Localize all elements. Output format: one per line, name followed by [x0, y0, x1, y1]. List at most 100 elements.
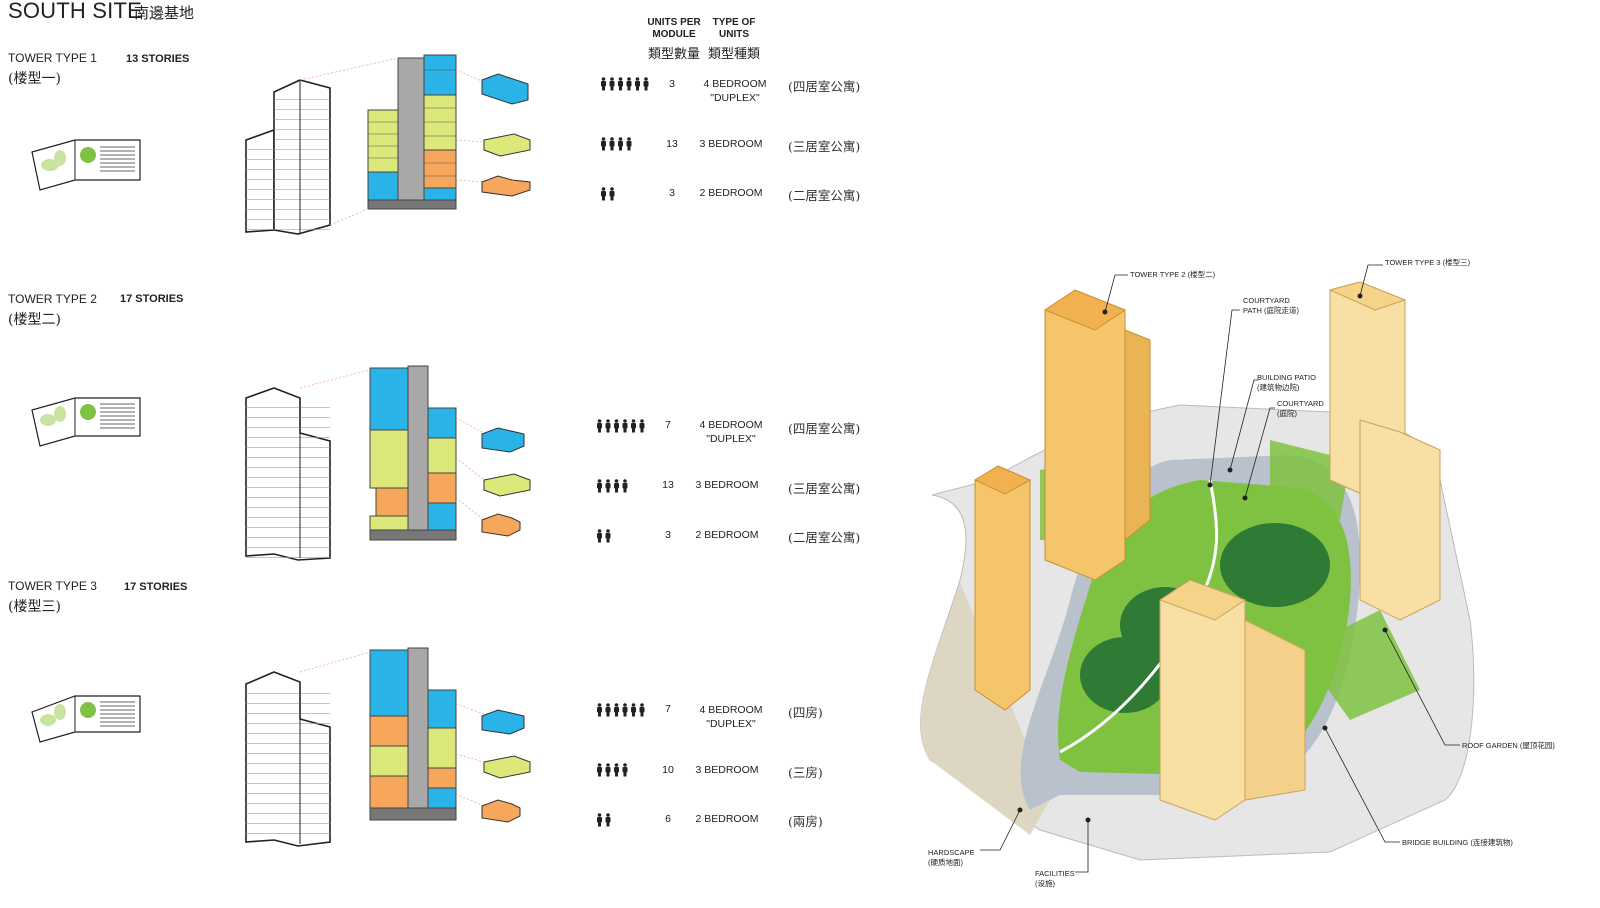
callout-bridge-building: BRIDGE BUILDING (连接建筑物): [1402, 838, 1513, 847]
tower-type-3-building: [1328, 281, 1441, 621]
tower-1-stories: 13 STORIES: [126, 53, 190, 65]
page-title-cn: 南邊基地: [134, 4, 195, 22]
person-icon: [626, 137, 632, 151]
t2-unit-count-3br: 13: [662, 479, 674, 491]
tower-2-name-cn: (楼型二): [8, 312, 61, 328]
tower-1-name-cn: (楼型一): [8, 71, 61, 87]
site-plan-icon: [31, 139, 141, 191]
person-icon: [605, 479, 611, 493]
person-icon: [643, 77, 649, 91]
people-icon-group: [597, 813, 611, 827]
person-icon: [622, 419, 628, 433]
t1-unit-type-3br: 3 BEDROOM: [699, 138, 763, 150]
tower-2-name: TOWER TYPE 2: [8, 292, 97, 306]
units-per-module-header-cn: 類型數量: [647, 47, 700, 62]
person-icon: [622, 763, 628, 777]
callout-hardscape: HARDSCAPE(硬质地面): [928, 848, 975, 867]
t2-unit-cn-4br: (四居室公寓): [788, 421, 861, 436]
t3-unit-cn-3br: (三房): [788, 765, 823, 780]
person-icon: [631, 419, 636, 433]
type-of-units-header: TYPE OF UNITS: [712, 17, 756, 40]
people-icon-group: [597, 479, 628, 493]
person-icon: [614, 703, 619, 717]
unit-modules: [481, 73, 531, 197]
t3-unit-cn-4br: (四房): [788, 705, 823, 720]
person-icon: [614, 419, 619, 433]
person-icon: [597, 763, 602, 777]
people-icon-group: [597, 763, 628, 777]
tower-3-name-cn: (楼型三): [8, 599, 61, 615]
person-icon: [618, 137, 623, 151]
t2-unit-count-4br: 7: [665, 419, 671, 431]
person-icon: [618, 77, 623, 91]
white-massing-model: [245, 387, 331, 561]
person-icon: [597, 479, 602, 493]
t1-unit-cn-3br: (三居室公寓): [788, 139, 861, 154]
tower-2-diagram: [31, 365, 531, 561]
callout-facilities: FACILITIES(设施): [1035, 869, 1075, 888]
white-massing-model: [245, 671, 331, 847]
person-icon: [597, 703, 602, 717]
type-of-units-header-cn: 類型種類: [707, 47, 760, 62]
t1-unit-type-2br: 2 BEDROOM: [699, 187, 763, 199]
t1-unit-count-4br: 3: [669, 78, 675, 90]
person-icon: [631, 703, 636, 717]
colored-unit-stack: [299, 54, 485, 226]
units-per-module-header: UNITS PER MODULE: [647, 17, 701, 40]
t3-unit-count-2br: 6: [665, 813, 671, 825]
t3-unit-type-4br: 4 BEDROOM"DUPLEX": [699, 704, 763, 730]
tower-3-stories: 17 STORIES: [124, 581, 188, 593]
person-icon: [639, 703, 645, 717]
bridge-building: [1158, 579, 1306, 821]
person-icon: [614, 479, 619, 493]
person-icon: [605, 813, 611, 827]
person-icon: [601, 187, 606, 201]
t3-unit-count-4br: 7: [665, 703, 671, 715]
people-icon-group: [597, 703, 645, 717]
person-icon: [609, 137, 615, 151]
t3-unit-type-2br: 2 BEDROOM: [695, 813, 759, 825]
person-icon: [635, 77, 640, 91]
people-icon-group: [597, 419, 645, 433]
tower-type-2-building: [1043, 289, 1151, 581]
t1-unit-type-4br: 4 BEDROOM"DUPLEX": [703, 78, 767, 104]
t1-unit-count-3br: 13: [666, 138, 678, 150]
t3-unit-count-3br: 10: [662, 764, 674, 776]
t2-unit-type-4br: 4 BEDROOM"DUPLEX": [699, 419, 763, 445]
unit-modules: [481, 427, 531, 537]
tower-1-diagram: [31, 54, 531, 235]
callout-roof-garden: ROOF GARDEN (屋顶花园): [1462, 741, 1555, 750]
person-icon: [597, 419, 602, 433]
person-icon: [601, 77, 606, 91]
tower-3-diagram: [31, 647, 531, 847]
people-icon-group: [601, 137, 632, 151]
tower-building-west: [973, 465, 1032, 711]
person-icon: [597, 529, 602, 543]
callout-tower-type-2: TOWER TYPE 2 (楼型二): [1130, 270, 1216, 279]
tower-3-name: TOWER TYPE 3: [8, 579, 97, 593]
tree-cluster: [1080, 637, 1170, 713]
hardscape-area: [920, 582, 1050, 835]
people-icon-group: [601, 77, 649, 91]
person-icon: [639, 419, 645, 433]
people-icon-group: [601, 187, 615, 201]
page-title: SOUTH SITE: [8, 0, 143, 23]
t2-unit-type-2br: 2 BEDROOM: [695, 529, 759, 541]
t1-unit-cn-4br: (四居室公寓): [788, 79, 861, 94]
colored-unit-stack: [299, 365, 485, 541]
tower-1-name: TOWER TYPE 1: [8, 51, 97, 65]
site-plan-icon: [31, 695, 141, 743]
person-icon: [605, 419, 611, 433]
callout-dots: [1017, 293, 1388, 823]
people-icon-group: [597, 529, 611, 543]
t2-unit-count-2br: 3: [665, 529, 671, 541]
person-icon: [605, 703, 611, 717]
t3-unit-cn-2br: (兩房): [788, 814, 823, 829]
site-plan-icon: [31, 397, 141, 447]
person-icon: [601, 137, 606, 151]
person-icon: [609, 187, 615, 201]
